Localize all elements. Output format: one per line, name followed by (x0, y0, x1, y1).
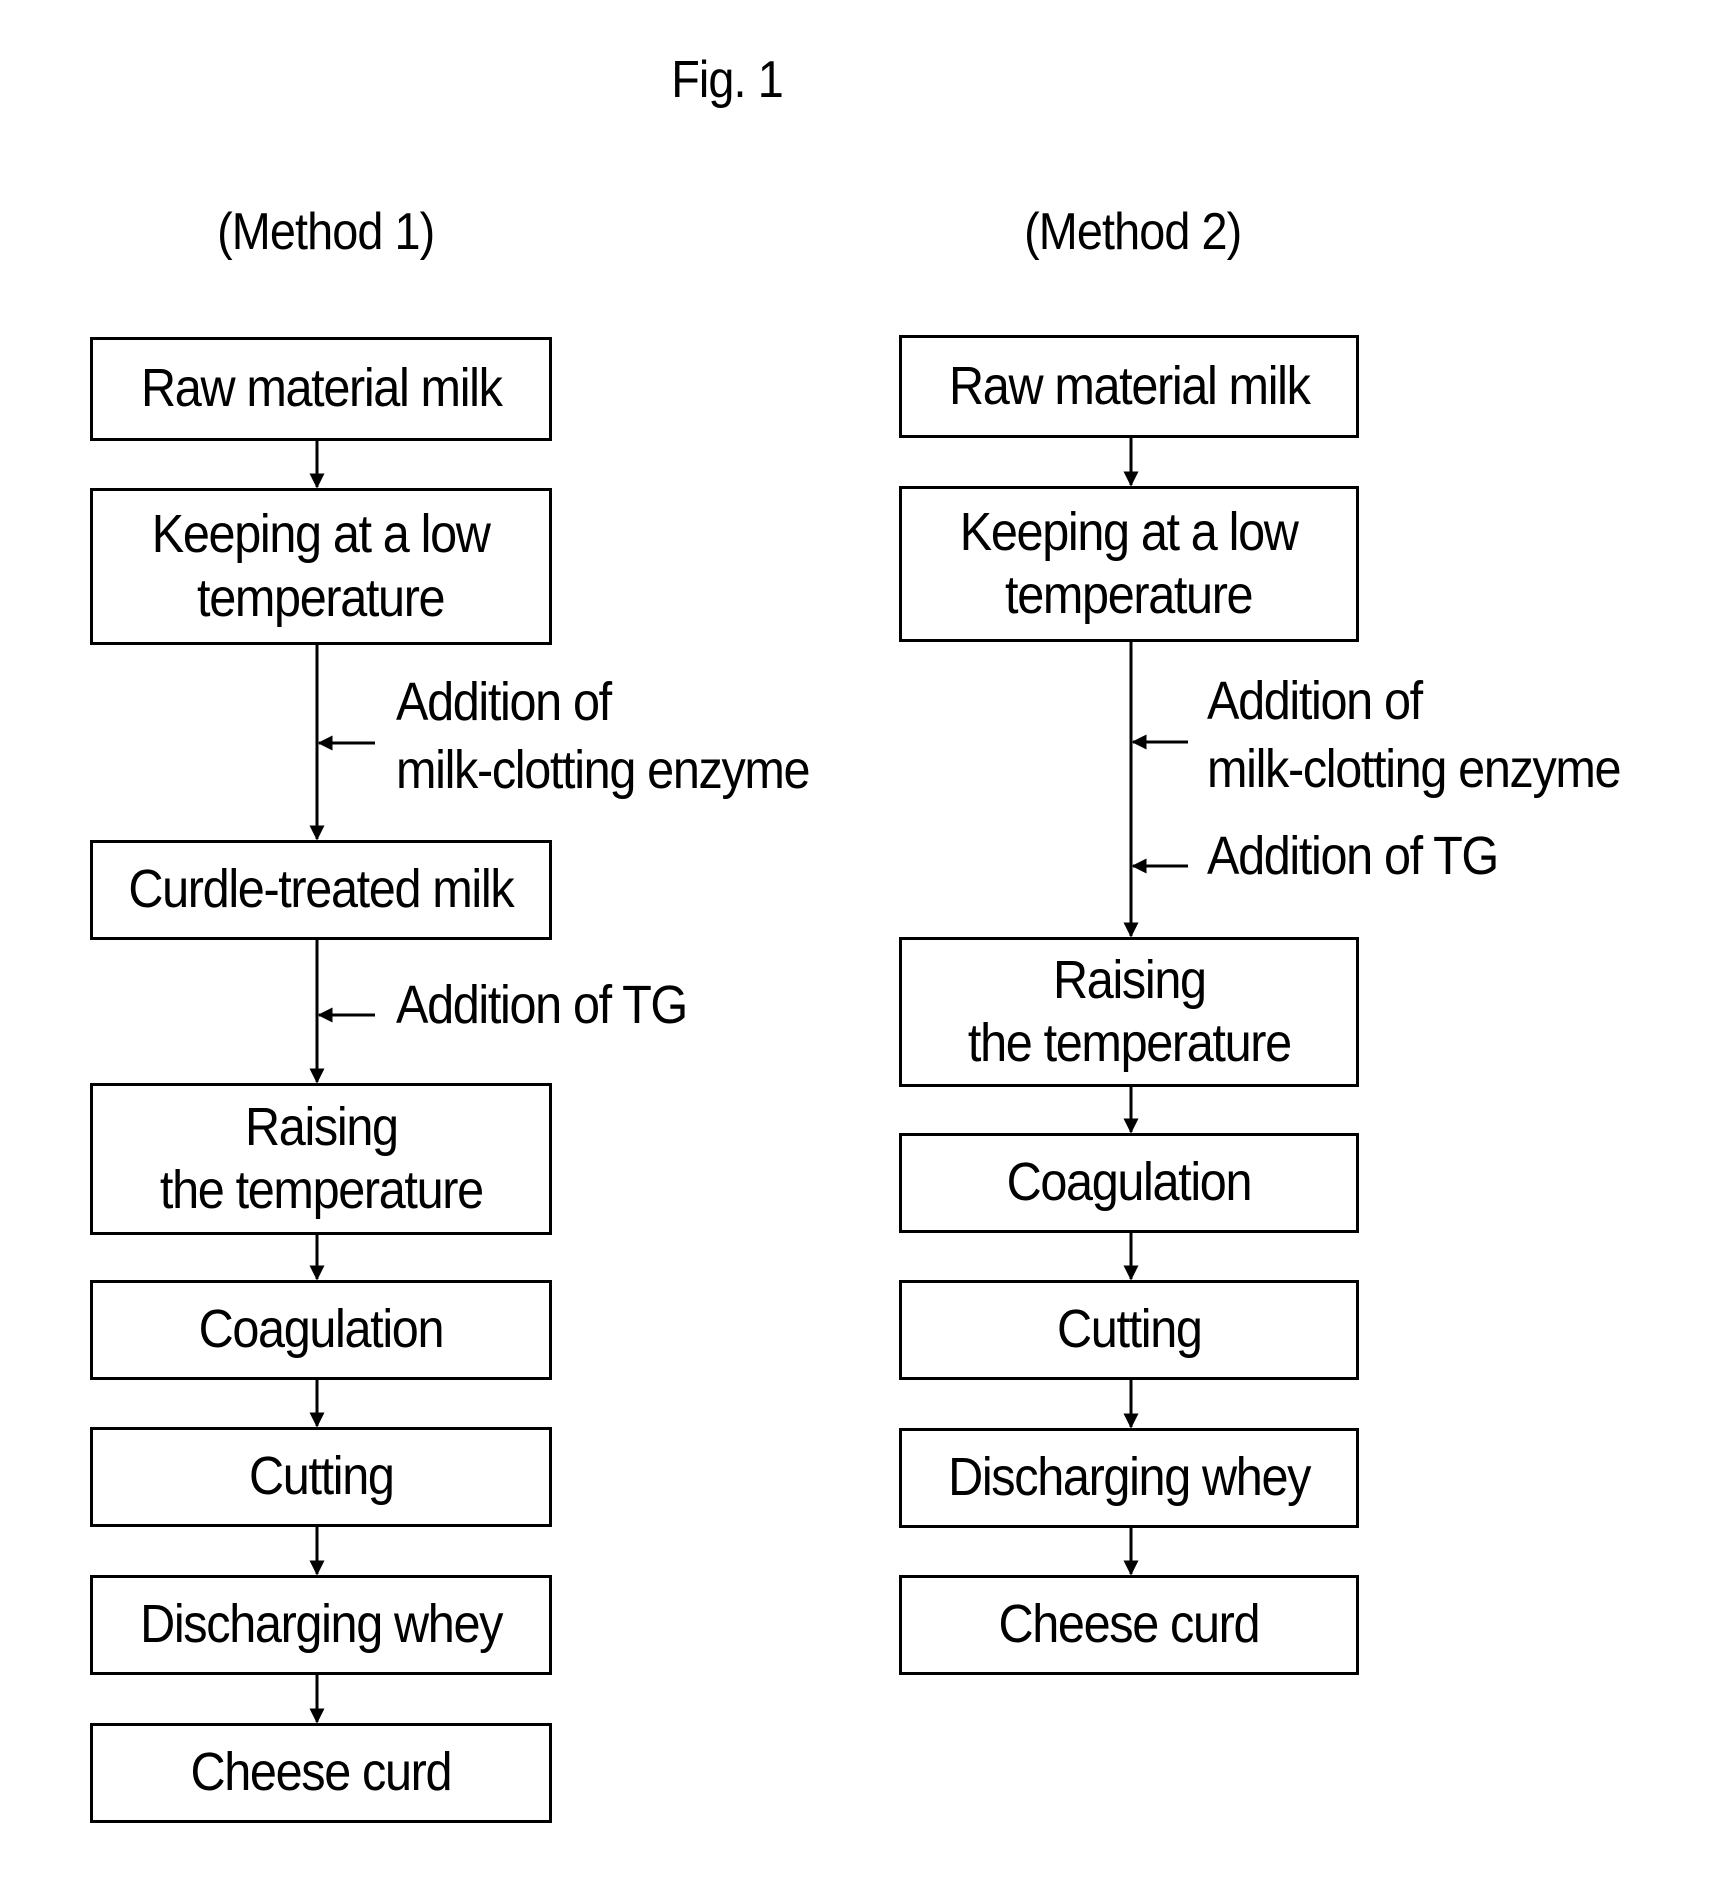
method2-step-discharging-whey: Discharging whey (899, 1428, 1359, 1528)
method2-addition-milk-clotting-enzyme: Addition of milk-clotting enzyme (1207, 668, 1620, 803)
method1-step-label: Raw material milk (141, 357, 502, 420)
method1-step-label: Discharging whey (140, 1593, 502, 1656)
method1-step-label: Cheese curd (191, 1741, 452, 1804)
method1-step-discharging-whey: Discharging whey (90, 1575, 552, 1675)
method1-heading: (Method 1) (217, 202, 434, 262)
method2-step-cheese-curd: Cheese curd (899, 1575, 1359, 1675)
method2-step-label: Discharging whey (948, 1446, 1310, 1509)
method2-addition-tg: Addition of TG (1207, 823, 1498, 891)
method2-step-label: Coagulation (1007, 1151, 1252, 1214)
method2-step-cutting: Cutting (899, 1280, 1359, 1380)
method1-addition-tg: Addition of TG (396, 972, 687, 1040)
method1-step-raw-material-milk: Raw material milk (90, 337, 552, 441)
method1-step-label: Keeping at a low temperature (152, 503, 490, 629)
method1-step-curdle-treated-milk: Curdle-treated milk (90, 840, 552, 940)
method1-step-label: Curdle-treated milk (129, 858, 514, 921)
method1-step-raising-temperature: Raising the temperature (90, 1083, 552, 1235)
method1-step-cutting: Cutting (90, 1427, 552, 1527)
method2-step-keeping-low-temperature: Keeping at a low temperature (899, 486, 1359, 642)
figure-title: Fig. 1 (671, 50, 783, 110)
method2-step-label: Cutting (1057, 1298, 1202, 1361)
method1-step-label: Raising the temperature (160, 1096, 483, 1222)
method1-step-cheese-curd: Cheese curd (90, 1723, 552, 1823)
method1-step-keeping-low-temperature: Keeping at a low temperature (90, 488, 552, 645)
method1-step-label: Cutting (249, 1445, 394, 1508)
method1-step-coagulation: Coagulation (90, 1280, 552, 1380)
method2-step-label: Raw material milk (949, 355, 1310, 418)
method2-step-raising-temperature: Raising the temperature (899, 937, 1359, 1087)
method1-addition-milk-clotting-enzyme: Addition of milk-clotting enzyme (396, 669, 809, 804)
method2-step-label: Keeping at a low temperature (960, 501, 1298, 627)
method2-step-raw-material-milk: Raw material milk (899, 335, 1359, 438)
method1-step-label: Coagulation (199, 1298, 444, 1361)
method2-step-label: Raising the temperature (968, 949, 1291, 1075)
method2-step-coagulation: Coagulation (899, 1133, 1359, 1233)
method2-heading: (Method 2) (1024, 202, 1241, 262)
method2-step-label: Cheese curd (999, 1593, 1260, 1656)
